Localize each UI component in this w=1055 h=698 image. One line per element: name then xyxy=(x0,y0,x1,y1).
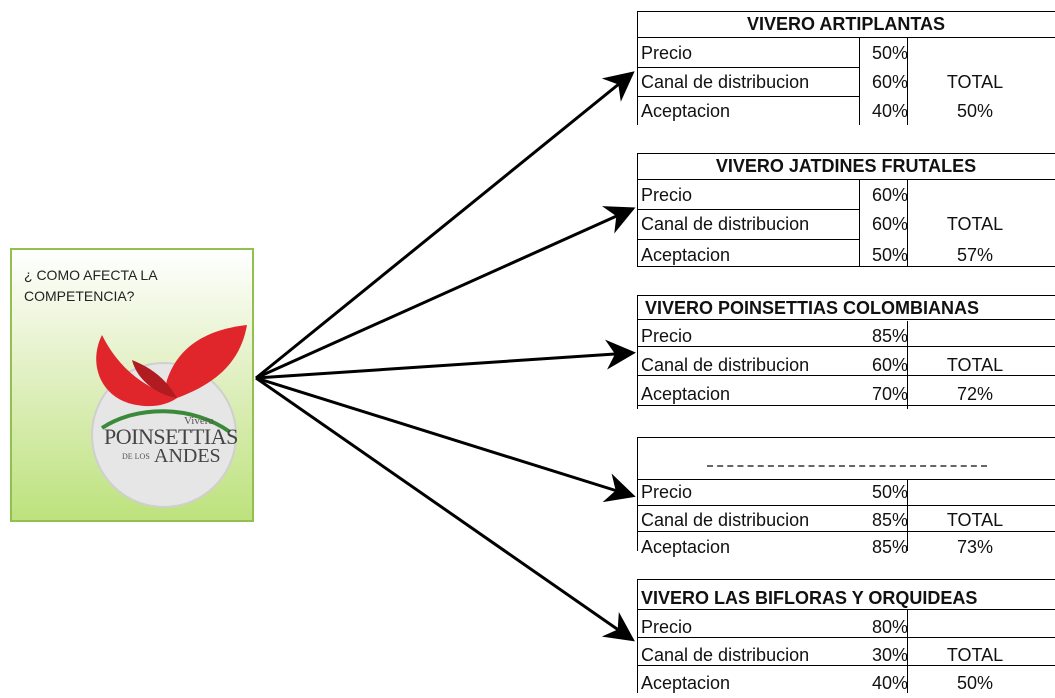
table-artiplantas: VIVERO ARTIPLANTAS Precio 50% Canal de d… xyxy=(637,11,1055,127)
row-label: Aceptacion xyxy=(641,673,731,693)
table-row: Aceptacion 40% 50% xyxy=(637,97,1055,125)
table-row: Canal de distribucion 60% TOTAL xyxy=(637,68,1055,96)
row-label: Canal de distribucion xyxy=(641,214,810,234)
logo-text-poinsettias: POINSETTIAS xyxy=(104,424,238,449)
logo-leaf-right xyxy=(166,325,247,399)
row-pct: 40% xyxy=(871,673,908,693)
row-pct: 60% xyxy=(871,355,908,375)
table-bifloras-orquideas: VIVERO LAS BIFLORAS Y ORQUIDEAS Precio 8… xyxy=(637,579,1055,695)
table-row: Precio 60% xyxy=(637,181,1055,209)
row-label: Canal de distribucion xyxy=(641,510,810,530)
logo-text-de-los: DE LOS xyxy=(122,452,150,461)
row-label: Aceptacion xyxy=(641,384,731,404)
arrow-to-artiplantas xyxy=(255,71,635,380)
row-label: Precio xyxy=(641,617,693,637)
row-total: 73% xyxy=(956,537,994,557)
table-title xyxy=(637,437,1055,463)
logo-graphic xyxy=(91,325,247,508)
row-pct: 30% xyxy=(871,645,908,665)
table-row: Canal de distribucion 60% TOTAL xyxy=(637,210,1055,238)
row-total: TOTAL xyxy=(946,645,1004,665)
row-total: 50% xyxy=(956,673,994,693)
row-label: Aceptacion xyxy=(641,537,731,557)
row-total: TOTAL xyxy=(946,214,1004,234)
row-pct: 85% xyxy=(871,326,908,346)
row-pct: 85% xyxy=(871,510,908,530)
table-row: Aceptacion 70% 72% xyxy=(637,380,1055,408)
row-total: TOTAL xyxy=(946,355,1004,375)
row-total: TOTAL xyxy=(946,72,1004,92)
table-row: Aceptacion 40% 50% xyxy=(637,669,1055,697)
logo-leaf-center xyxy=(132,360,177,398)
table-row: Precio 85% xyxy=(637,322,1055,350)
vivero-logo: Vivero POINSETTIAS DE LOS ANDES xyxy=(82,320,252,508)
row-label: Precio xyxy=(641,326,693,346)
table-row: Precio 50% xyxy=(637,39,1055,67)
logo-leaf-left xyxy=(96,335,177,407)
row-label: Aceptacion xyxy=(641,245,731,265)
logo-arc xyxy=(100,409,232,434)
row-label: Precio xyxy=(641,43,693,63)
row-pct: 85% xyxy=(871,537,908,557)
row-pct: 50% xyxy=(871,245,908,265)
table-row: Canal de distribucion 85% TOTAL xyxy=(637,506,1055,534)
arrow-to-bifloras xyxy=(255,376,635,642)
row-pct: 50% xyxy=(871,43,908,63)
row-total: 50% xyxy=(956,101,994,121)
row-pct: 60% xyxy=(871,185,908,205)
table-title: VIVERO LAS BIFLORAS Y ORQUIDEAS xyxy=(641,588,978,608)
row-label: Aceptacion xyxy=(641,101,731,121)
competition-box: ¿ COMO AFECTA LA COMPETENCIA? Vivero POI… xyxy=(10,248,254,522)
row-label: Canal de distribucion xyxy=(641,72,810,92)
arrow-to-poinsettias-colombianas xyxy=(255,339,636,380)
logo-text-vivero: Vivero xyxy=(184,415,214,427)
table-row: Precio 50% xyxy=(637,478,1055,506)
table-title: VIVERO JATDINES FRUTALES xyxy=(715,156,977,176)
table-row: Canal de distribucion 60% TOTAL xyxy=(637,351,1055,379)
row-pct: 60% xyxy=(871,214,908,234)
table-fourth-vivero: Precio 50% Canal de distribucion 85% TOT… xyxy=(637,437,1055,557)
table-row: Aceptacion 50% 57% xyxy=(637,241,1055,269)
table-poinsettias-colombianas: VIVERO POINSETTIAS COLOMBIANAS Precio 85… xyxy=(637,295,1055,411)
row-total: 72% xyxy=(956,384,994,404)
row-pct: 70% xyxy=(871,384,908,404)
arrow-to-fourth-vivero xyxy=(255,376,636,503)
row-label: Canal de distribucion xyxy=(641,355,810,375)
row-total: TOTAL xyxy=(946,510,1004,530)
row-label: Precio xyxy=(641,482,693,502)
row-total: 57% xyxy=(956,245,994,265)
row-pct: 80% xyxy=(871,617,908,637)
row-label: Canal de distribucion xyxy=(641,645,810,665)
table-jardines-frutales: VIVERO JATDINES FRUTALES Precio 60% Cana… xyxy=(637,153,1055,269)
table-row: Canal de distribucion 30% TOTAL xyxy=(637,641,1055,669)
table-row: Precio 80% xyxy=(637,613,1055,641)
row-pct: 60% xyxy=(871,72,908,92)
arrow-to-jardines xyxy=(255,206,636,380)
table-title: VIVERO POINSETTIAS COLOMBIANAS xyxy=(645,298,980,318)
row-pct: 40% xyxy=(871,101,908,121)
table-row: Aceptacion 85% 73% xyxy=(637,533,1055,561)
row-pct: 50% xyxy=(871,482,908,502)
logo-text-andes: ANDES xyxy=(154,445,221,467)
row-label: Precio xyxy=(641,185,693,205)
competition-question: ¿ COMO AFECTA LA COMPETENCIA? xyxy=(24,267,157,304)
table-title: VIVERO ARTIPLANTAS xyxy=(746,14,945,34)
